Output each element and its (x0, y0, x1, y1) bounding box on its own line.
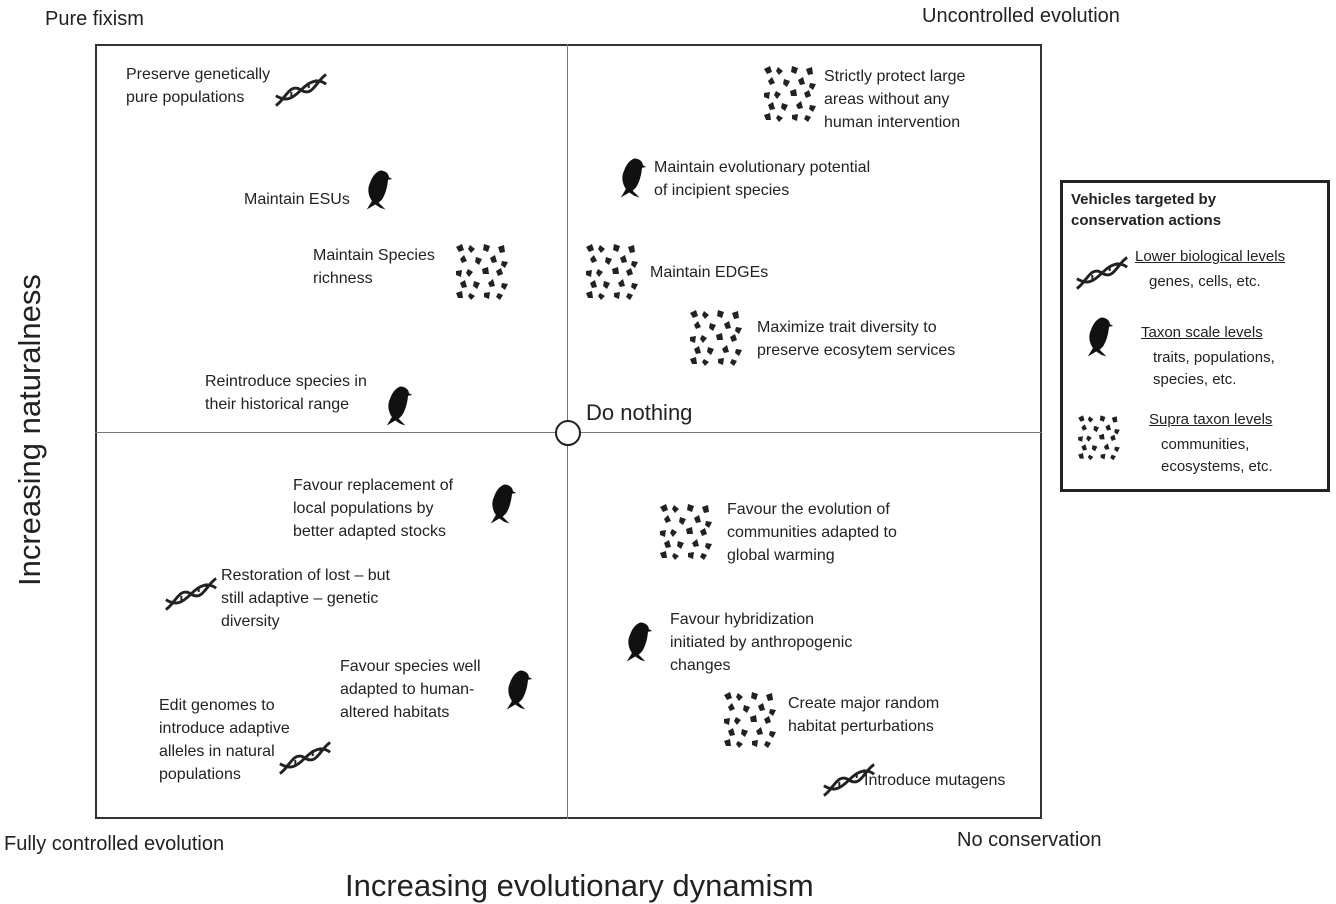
dna-icon (162, 566, 220, 622)
quadrant-frame (95, 44, 1042, 819)
legend-community-heading: Supra taxon levels (1149, 411, 1273, 428)
legend-community-subtitle: communities, ecosystems, etc. (1161, 436, 1273, 475)
dna-icon (276, 730, 334, 786)
bird-icon (484, 478, 518, 530)
item-favour-replacement: Favour replacement of local populations … (293, 477, 454, 540)
item-create-perturbations: Create major random habitat perturbation… (788, 695, 940, 735)
legend-box: Vehicles targeted by conservation action… (1060, 180, 1330, 492)
corner-label-bottom-left: Fully controlled evolution (4, 833, 225, 855)
bird-icon (380, 380, 414, 432)
community-icon (760, 60, 820, 126)
dna-icon (1073, 245, 1131, 301)
legend-title: Vehicles targeted by conservation action… (1071, 191, 1222, 229)
item-maximize-trait-diversity: Maximize trait diversity to preserve eco… (757, 319, 956, 359)
community-icon (1075, 409, 1123, 465)
item-favour-species-adapted: Favour species well adapted to human- al… (340, 658, 481, 721)
dna-icon (272, 62, 330, 118)
community-icon (686, 304, 746, 370)
bird-icon (620, 616, 654, 668)
community-icon (452, 238, 512, 304)
item-favour-evolution-communities: Favour the evolution of communities adap… (727, 501, 897, 564)
item-introduce-mutagens: Introduce mutagens (864, 772, 1006, 789)
item-maintain-evolutionary-potential: Maintain evolutionary potential of incip… (654, 159, 871, 199)
x-axis-title: Increasing evolutionary dynamism (345, 868, 814, 903)
origin-circle (555, 420, 581, 446)
item-preserve-pure-populations: Preserve genetically pure populations (126, 66, 271, 106)
item-edit-genomes: Edit genomes to introduce adaptive allel… (159, 697, 290, 783)
community-icon (720, 686, 780, 752)
legend-dna-subtitle: genes, cells, etc. (1149, 273, 1261, 290)
community-icon (656, 498, 716, 564)
corner-label-bottom-right: No conservation (957, 829, 1102, 851)
corner-label-top-left: Pure fixism (45, 8, 144, 30)
do-nothing-label: Do nothing (586, 400, 693, 425)
item-maintain-esus: Maintain ESUs (244, 191, 350, 208)
item-reintroduce-species: Reintroduce species in their historical … (205, 373, 367, 413)
y-axis-title: Increasing naturalness (12, 274, 47, 586)
item-strictly-protect-areas: Strictly protect large areas without any… (824, 68, 966, 131)
item-restoration-genetic-diversity: Restoration of lost – but still adaptive… (221, 567, 390, 630)
bird-icon (614, 152, 648, 204)
item-favour-hybridization: Favour hybridization initiated by anthro… (670, 611, 853, 674)
bird-icon (500, 664, 534, 716)
corner-label-top-right: Uncontrolled evolution (922, 5, 1120, 27)
legend-bird-heading: Taxon scale levels (1141, 324, 1263, 341)
bird-icon (1081, 311, 1115, 363)
legend-dna-heading: Lower biological levels (1135, 248, 1286, 265)
item-maintain-species-richness: Maintain Species richness (313, 247, 435, 287)
legend-bird-subtitle: traits, populations, species, etc. (1153, 349, 1275, 388)
bird-icon (360, 164, 394, 216)
community-icon (582, 238, 642, 304)
item-maintain-edges: Maintain EDGEs (650, 264, 769, 281)
